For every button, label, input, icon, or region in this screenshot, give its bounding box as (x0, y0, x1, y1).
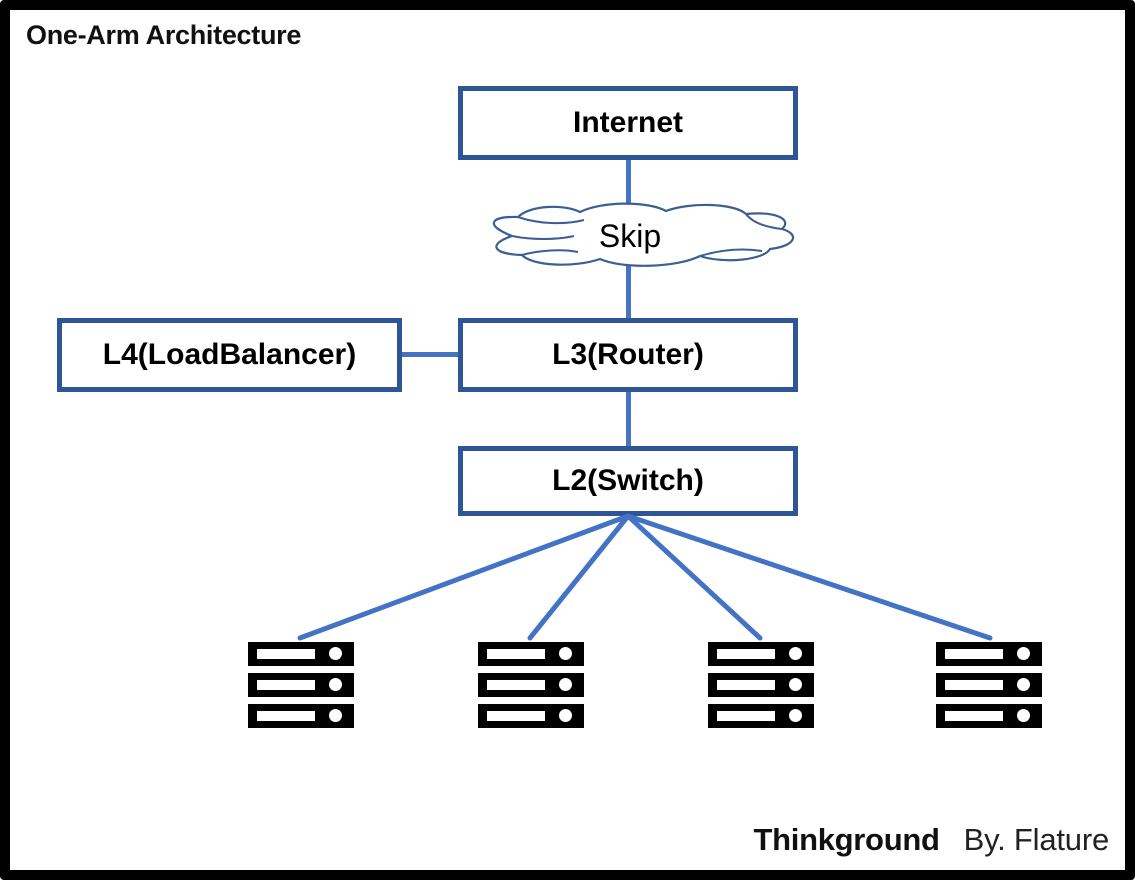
node-loadbalancer-label: L4(LoadBalancer) (102, 338, 357, 371)
server-led-icon (559, 647, 572, 660)
server-led-icon (1017, 647, 1030, 660)
server-slot (257, 649, 315, 659)
server-unit (248, 642, 354, 666)
link-switch-to-server-1 (297, 513, 631, 641)
footer-author: By. Flature (963, 822, 1110, 857)
server-group-1[interactable] (248, 642, 354, 728)
server-unit (936, 642, 1042, 666)
server-led-icon (1017, 678, 1030, 691)
server-led-icon (559, 678, 572, 691)
server-slot (717, 711, 775, 721)
node-loadbalancer[interactable]: L4(LoadBalancer) (57, 318, 402, 392)
server-slot (257, 711, 315, 721)
server-slot (945, 649, 1003, 659)
server-led-icon (329, 647, 342, 660)
server-slot (717, 649, 775, 659)
server-unit (936, 673, 1042, 697)
footer-brand: Thinkground (753, 822, 940, 857)
server-unit (248, 673, 354, 697)
server-unit (248, 704, 354, 728)
server-slot (945, 680, 1003, 690)
node-router[interactable]: L3(Router) (458, 318, 798, 392)
server-unit (708, 704, 814, 728)
cloud-label-skip: Skip (452, 198, 808, 274)
server-slot (487, 711, 545, 721)
connector-router-to-switch (626, 390, 631, 448)
footer: Thinkground By. Flature (754, 822, 1110, 858)
server-slot (487, 680, 545, 690)
server-slot (945, 711, 1003, 721)
server-unit (478, 642, 584, 666)
server-group-4[interactable] (936, 642, 1042, 728)
node-internet[interactable]: Internet (458, 86, 798, 160)
server-slot (717, 680, 775, 690)
server-group-2[interactable] (478, 642, 584, 728)
page-title: One-Arm Architecture (26, 20, 302, 50)
server-led-icon (329, 678, 342, 691)
link-switch-to-server-2 (527, 513, 631, 641)
link-switch-to-server-3 (625, 513, 763, 641)
server-led-icon (1017, 709, 1030, 722)
node-switch-label: L2(Switch) (552, 464, 704, 497)
connector-loadbalancer-to-router (400, 352, 460, 357)
server-unit (708, 673, 814, 697)
server-led-icon (789, 647, 802, 660)
node-router-label: L3(Router) (552, 338, 704, 371)
cloud-label-text: Skip (598, 217, 662, 254)
server-led-icon (559, 709, 572, 722)
link-switch-to-server-4 (625, 513, 993, 641)
server-led-icon (789, 709, 802, 722)
server-unit (936, 704, 1042, 728)
cloud-shape (452, 198, 808, 274)
server-unit (478, 673, 584, 697)
server-unit (478, 704, 584, 728)
node-switch[interactable]: L2(Switch) (458, 446, 798, 516)
node-internet-label: Internet (572, 106, 683, 139)
server-group-3[interactable] (708, 642, 814, 728)
server-led-icon (789, 678, 802, 691)
server-led-icon (329, 709, 342, 722)
server-unit (708, 642, 814, 666)
server-slot (487, 649, 545, 659)
server-slot (257, 680, 315, 690)
